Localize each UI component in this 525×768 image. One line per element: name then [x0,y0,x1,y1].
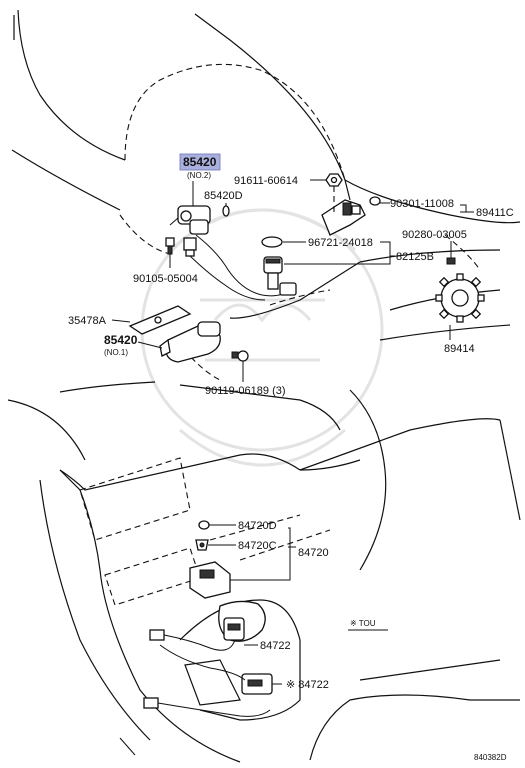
label-85420d[interactable]: 85420D [204,190,243,202]
label-84722-lower[interactable]: ※ 84722 [286,679,329,691]
bulb-84720c[interactable] [195,539,209,551]
harness-upper [189,234,291,301]
label-85420-no1[interactable]: 85420 [104,333,138,347]
connector-lower-left[interactable] [149,629,246,681]
nut-91611[interactable] [325,173,343,187]
label-tou: ※ TOU [350,619,376,628]
oring-96721[interactable] [261,236,283,248]
vehicle-outline-lower [7,384,521,763]
leader-lines [111,179,474,685]
switch-84720[interactable] [189,561,231,599]
sensor-89411c[interactable] [321,199,366,236]
label-90119-06189[interactable]: 90119-06189 (3) [205,385,286,397]
sensor-82125b[interactable] [263,256,297,296]
label-84720d[interactable]: 84720D [238,520,277,532]
label-90105-05004[interactable]: 90105-05004 [133,273,198,285]
washer-85420d[interactable] [222,205,230,217]
label-96721-24018[interactable]: 96721-24018 [308,237,373,249]
label-85420-no2[interactable]: 85420 [183,155,217,169]
diagram-id: 840382D [474,753,507,762]
bolt-90119[interactable] [231,350,249,362]
connector-bottom[interactable] [143,697,271,717]
rotor-89414[interactable] [435,273,485,323]
label-no2: (NO.2) [187,171,211,180]
label-90301-11008[interactable]: 90301-11008 [390,198,454,210]
label-35478a[interactable]: 35478A [68,315,107,327]
label-84722-upper[interactable]: 84722 [260,640,291,652]
label-82125b[interactable]: 82125B [396,251,434,263]
actuator-no2[interactable] [169,205,211,235]
connector-upper[interactable] [183,237,197,257]
bracket-35478a[interactable] [128,305,192,335]
label-84720c[interactable]: 84720C [238,540,277,552]
label-90280-03005[interactable]: 90280-03005 [402,229,467,241]
oring-90301[interactable] [369,196,381,206]
label-no1: (NO.1) [104,348,128,357]
labels: 85420 (NO.2) 85420D 91611-60614 90301-11… [68,153,514,762]
switch-84722-lower[interactable] [241,673,273,695]
label-91611-60614[interactable]: 91611-60614 [234,175,298,187]
label-84720[interactable]: 84720 [298,547,329,559]
pin-90280[interactable] [446,257,456,265]
highlight-85420-no2 [179,153,221,171]
label-89414[interactable]: 89414 [444,343,475,355]
label-89411c[interactable]: 89411C [476,207,514,219]
switch-84722-upper[interactable] [218,600,266,642]
actuator-no1[interactable] [159,321,221,363]
bulb-84720d[interactable] [198,520,210,530]
